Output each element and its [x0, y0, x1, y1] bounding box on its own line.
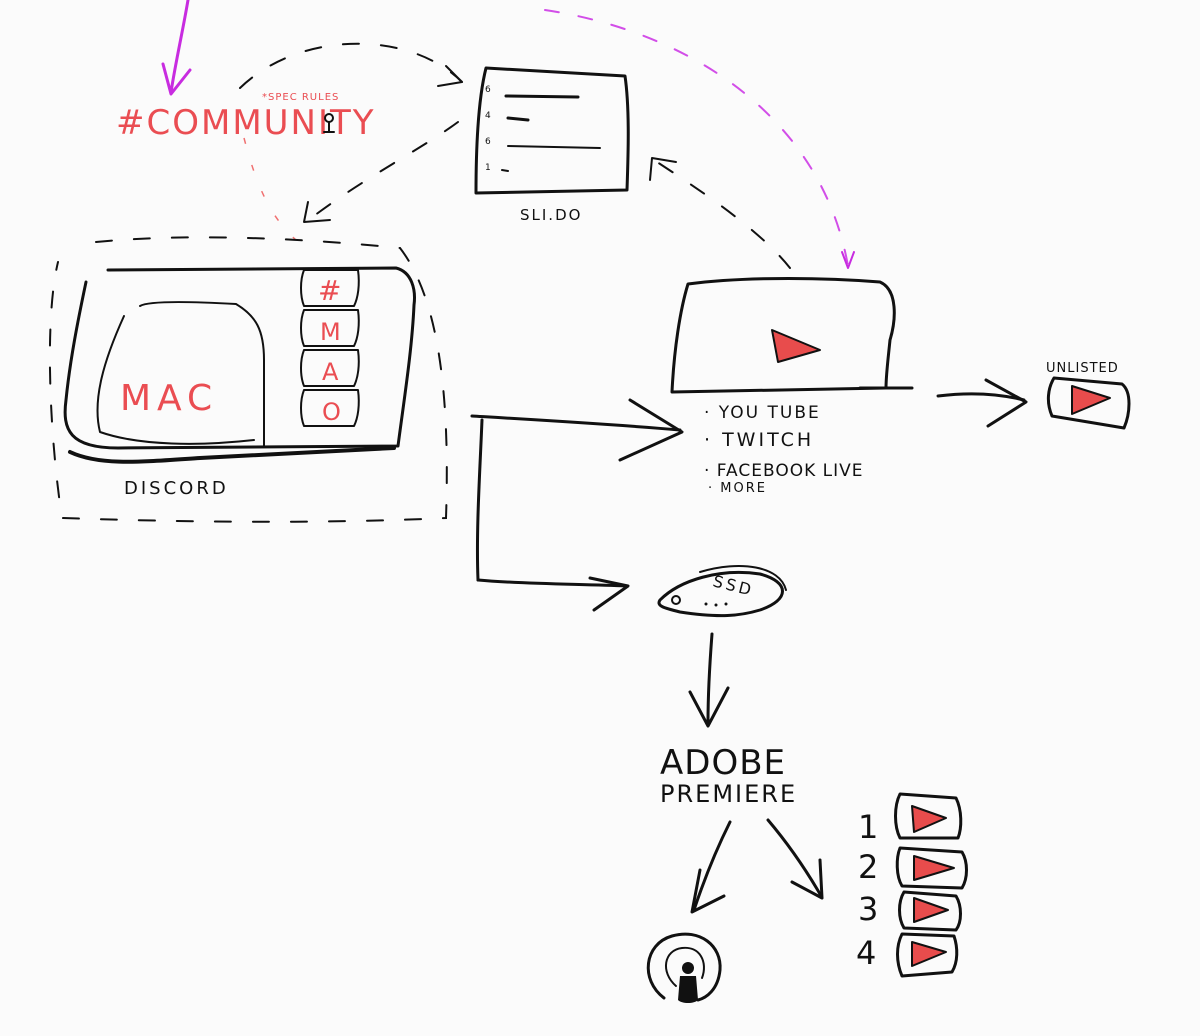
platform-facebook: · FACEBOOK LIVE [704, 461, 864, 481]
clip-4-icon [896, 932, 959, 978]
channel-glyph-2: M [320, 318, 341, 346]
svg-text:1: 1 [485, 163, 491, 173]
channel-glyph-1: # [318, 274, 341, 307]
clip-number-2: 2 [858, 848, 878, 886]
discord-window [63, 266, 416, 464]
platform-twitch: · TWITCH [704, 429, 814, 451]
slido-label: SLI.DO [520, 206, 582, 224]
svg-text:6: 6 [485, 137, 491, 147]
podcast-icon [646, 932, 722, 1003]
clip-number-1: 1 [858, 808, 878, 846]
community-to-slido-arrow [239, 42, 463, 89]
discord-channel-stack [300, 269, 360, 427]
svg-text:6: 6 [485, 85, 491, 95]
clip-3-icon [898, 890, 962, 932]
ssd-label: SSD [711, 571, 756, 600]
mac-label: MAC [120, 378, 218, 419]
premiere-to-clips-arrow [766, 818, 824, 900]
ssd-icon [657, 565, 787, 618]
clip-2-icon [895, 846, 968, 890]
platform-youtube: · YOU TUBE [704, 403, 821, 423]
channel-glyph-4: O [322, 398, 341, 426]
unlisted-video-icon [1046, 376, 1131, 430]
adobe-label: ADOBE [660, 743, 786, 783]
unlisted-label: UNLISTED [1046, 361, 1119, 376]
community-to-discord-link [243, 137, 297, 241]
premiere-to-podcast-arrow [690, 820, 732, 914]
stream-screen [670, 277, 914, 394]
discord-label: DISCORD [124, 478, 229, 499]
play-icon [771, 329, 821, 363]
discord-boundary [48, 236, 448, 523]
svg-text:4: 4 [485, 111, 491, 121]
community-label: #COMMUNITY [116, 103, 376, 143]
clip-1-icon [894, 792, 963, 840]
slido-screen: 6 4 6 1 [474, 66, 630, 195]
slido-to-discord-arrow [303, 121, 459, 223]
magenta-entry-arrow [161, 0, 192, 96]
channel-glyph-3: A [322, 358, 339, 386]
magenta-to-stream-arrow [544, 9, 855, 269]
discord-output-arrows [470, 398, 684, 612]
platform-more: · MORE [708, 481, 767, 496]
stream-to-unlisted-arrow [936, 378, 1028, 428]
clip-number-3: 3 [858, 890, 878, 928]
clip-number-4: 4 [856, 934, 876, 972]
stream-to-slido-arrow [649, 157, 791, 269]
premiere-label: PREMIERE [660, 780, 797, 808]
spec-rules-label: *SPEC RULES [262, 92, 339, 103]
mic-icon [323, 113, 335, 133]
ssd-to-premiere-arrow [688, 632, 730, 728]
